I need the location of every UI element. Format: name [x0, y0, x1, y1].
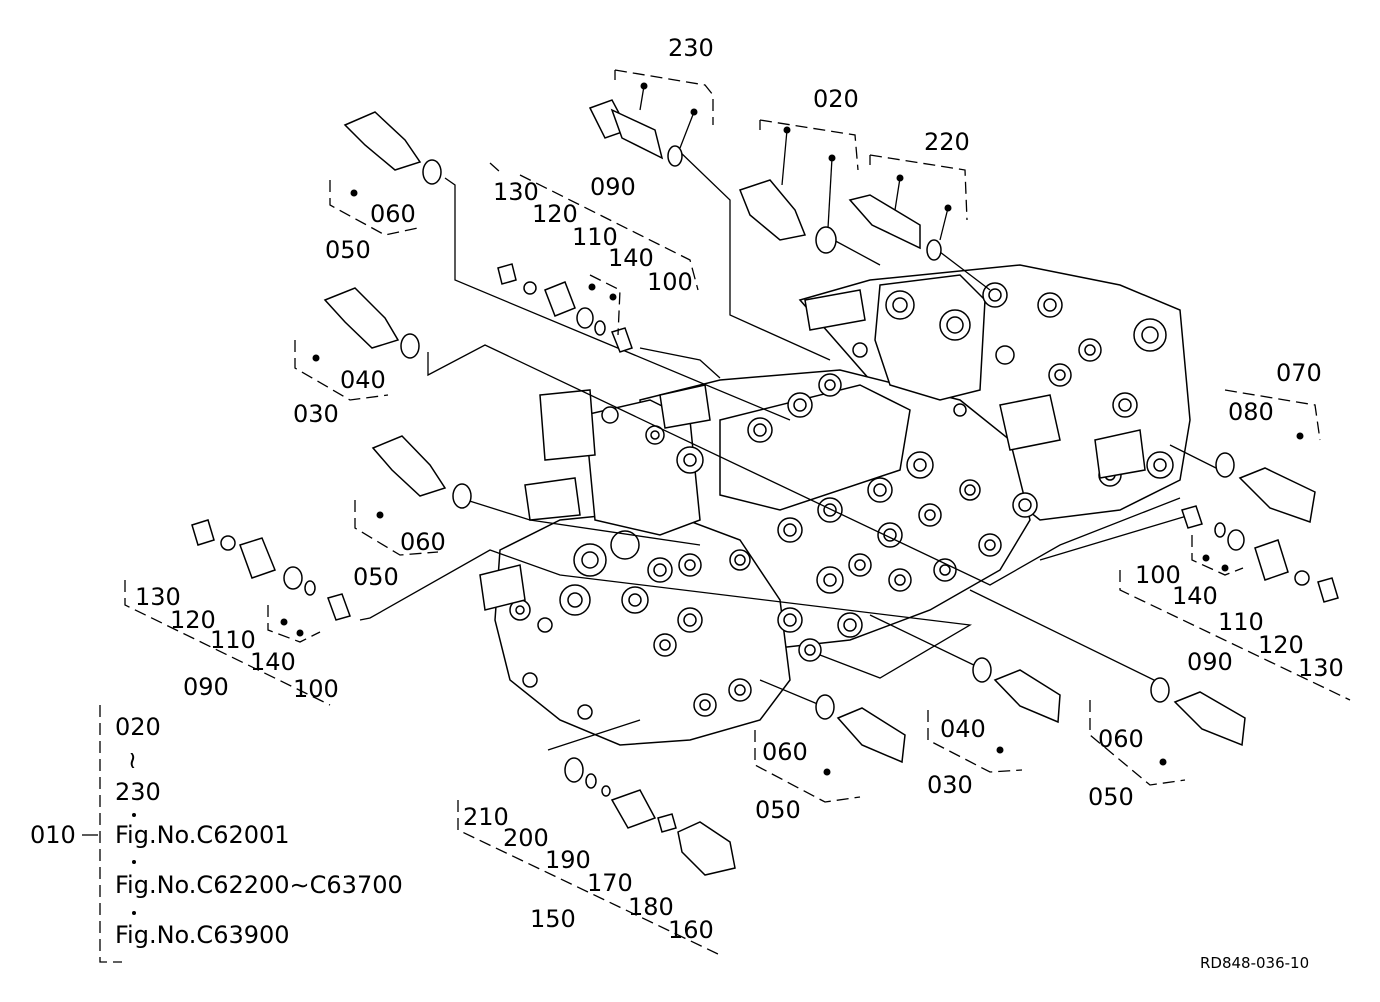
plug-050-bottom-mid	[815, 694, 906, 764]
callout-090: 090	[590, 173, 636, 201]
callout-130: 130	[493, 178, 539, 206]
callout-100: 100	[293, 675, 339, 703]
callout-200: 200	[503, 824, 549, 852]
plug-050-mid-left	[371, 435, 472, 509]
plug-030-left	[323, 287, 420, 359]
callout-040: 040	[340, 366, 386, 394]
plug-050-top-left	[343, 111, 442, 185]
callout-050: 050	[1088, 783, 1134, 811]
callout-180: 180	[628, 893, 674, 921]
plug-070-right	[1215, 452, 1316, 524]
callout-150: 150	[530, 905, 576, 933]
callout-030: 030	[293, 400, 339, 428]
relief-valve-020	[739, 179, 837, 254]
callout-120: 120	[170, 606, 216, 634]
relief-valve-230	[588, 99, 683, 167]
spool-kit-090-right	[1181, 505, 1339, 603]
callout-210: 210	[463, 803, 509, 831]
callout-040: 040	[940, 715, 986, 743]
leader-dots	[280, 82, 1304, 776]
legend-fig-2: Fig.No.C62200∼C63700	[115, 871, 403, 899]
spool-kit-090-top	[497, 263, 633, 353]
callout-170: 170	[587, 869, 633, 897]
callout-labels: 230 020 220 060 050 130 090 120 110 140 …	[135, 34, 1344, 944]
callout-220: 220	[924, 128, 970, 156]
callout-060: 060	[1098, 725, 1144, 753]
plug-030-right	[972, 657, 1061, 724]
callout-140: 140	[608, 244, 654, 272]
callout-110: 110	[210, 626, 256, 654]
callout-060: 060	[762, 738, 808, 766]
valve-assembly-150	[564, 757, 736, 876]
legend-range-end: 230	[115, 778, 161, 806]
legend-range-start: 020	[115, 713, 161, 741]
callout-110: 110	[1218, 608, 1264, 636]
callout-140: 140	[1172, 582, 1218, 610]
callout-060: 060	[370, 200, 416, 228]
callout-020: 020	[813, 85, 859, 113]
legend-range-tilde: ≀	[128, 746, 137, 774]
callout-060: 060	[400, 528, 446, 556]
callout-050: 050	[755, 796, 801, 824]
callout-190: 190	[545, 846, 591, 874]
callout-120: 120	[532, 200, 578, 228]
callout-140: 140	[250, 648, 296, 676]
callout-050: 050	[325, 236, 371, 264]
legend-fig-3: Fig.No.C63900	[115, 921, 290, 949]
callout-080: 080	[1228, 398, 1274, 426]
reference-code: RD848-036-10	[1200, 954, 1309, 972]
legend-assembly-number: 010	[30, 821, 76, 849]
callout-070: 070	[1276, 359, 1322, 387]
assembly-legend: 010 020 ≀ 230 Fig.No.C62001 Fig.No.C6220…	[30, 713, 403, 949]
callout-100: 100	[1135, 561, 1181, 589]
group-brackets	[99, 69, 1351, 963]
callout-230: 230	[668, 34, 714, 62]
spool-kit-090-left	[191, 519, 351, 621]
callout-090: 090	[183, 673, 229, 701]
callout-050: 050	[353, 563, 399, 591]
callout-110: 110	[572, 223, 618, 251]
callout-120: 120	[1258, 631, 1304, 659]
callout-100: 100	[647, 268, 693, 296]
callout-160: 160	[668, 916, 714, 944]
relief-valve-220	[848, 194, 942, 261]
callout-090: 090	[1187, 648, 1233, 676]
callout-030: 030	[927, 771, 973, 799]
control-valve-body	[479, 264, 1191, 746]
callout-130: 130	[135, 583, 181, 611]
legend-fig-1: Fig.No.C62001	[115, 821, 290, 849]
callout-130: 130	[1298, 654, 1344, 682]
plug-050-bottom-right	[1150, 677, 1246, 747]
